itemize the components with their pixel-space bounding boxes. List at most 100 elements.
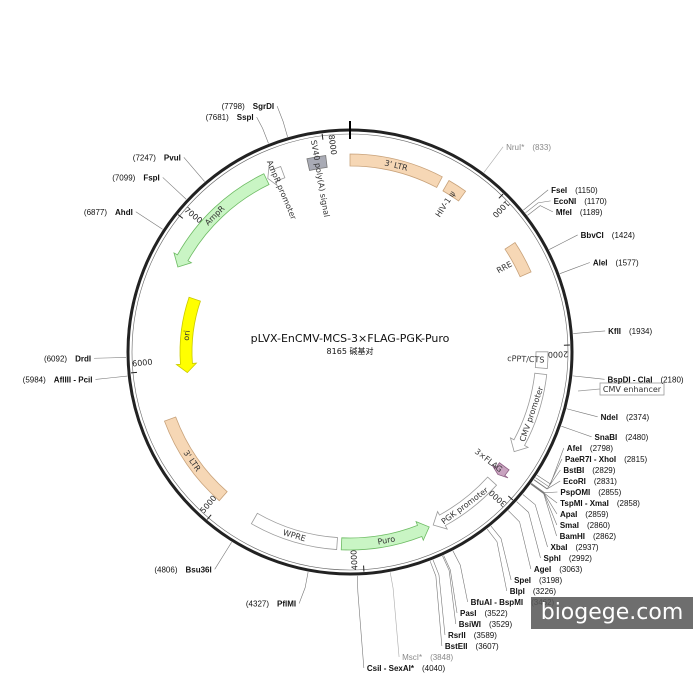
site-alei[interactable]: AleI (1577) (559, 252, 639, 274)
site-bsteii[interactable]: BstEII (3607) (429, 561, 499, 653)
site-spei[interactable]: SpeI (3198) (490, 525, 563, 587)
site-leader (561, 425, 592, 438)
feature-ampr-promoter[interactable] (267, 165, 286, 187)
site-position: (1150) (575, 186, 598, 195)
site-sphi[interactable]: SphI (2992) (516, 501, 593, 565)
feature-cmv-promoter[interactable] (509, 372, 548, 453)
site-label: SmaI (2860) (560, 515, 611, 532)
site-pflmi[interactable]: (4327) PflMI (246, 571, 309, 610)
site-xbai[interactable]: XbaI (2937) (522, 494, 599, 554)
site-smai[interactable]: SmaI (2860) (530, 483, 611, 532)
feature-ampr[interactable] (173, 173, 270, 268)
site-position: (3848) (430, 653, 453, 662)
site-name: TspMI - XmaI (560, 499, 609, 508)
site-position: (2937) (575, 543, 598, 552)
feature-cppt[interactable] (534, 351, 549, 369)
site-pspomi[interactable]: PspOMI (2855) (531, 482, 622, 499)
site-name: BstEII (445, 642, 468, 651)
site-position: (3589) (474, 631, 497, 640)
feature-ltr3-bottom[interactable] (163, 416, 228, 502)
site-name: EcoRI (563, 477, 586, 486)
site-position: (2862) (593, 532, 616, 541)
sites-layer: NruI* (833) FseI (1150)EcoNI (1170)MfeI (… (23, 96, 684, 675)
site-name: AgeI (534, 565, 551, 574)
site-kfli[interactable]: KflI (1934) (573, 321, 652, 338)
site-blpi[interactable]: BlpI (3226) (486, 528, 556, 598)
site-snabi[interactable]: SnaBI (2480) (561, 425, 649, 444)
site-position: (1170) (584, 197, 607, 206)
site-sspi[interactable]: (7681) SspI (206, 107, 269, 144)
site-fsei[interactable]: FseI (1150) (523, 180, 598, 211)
site-nrui[interactable]: NruI* (833) (483, 137, 551, 173)
site-pvui[interactable]: (7247) PvuI (133, 147, 205, 182)
feature-hiv-psi[interactable] (442, 179, 467, 202)
site-position: (2855) (598, 488, 621, 497)
feature-label-sv40: SV40 poly(A) signal (309, 139, 331, 218)
tick-mark-3000 (508, 495, 514, 501)
site-drdi[interactable]: (6092) DrdI (44, 348, 127, 365)
feature-sv40[interactable] (306, 155, 328, 171)
site-name: SnaBI (595, 433, 618, 442)
site-ecori[interactable]: EcoRI (2831) (533, 471, 617, 490)
site-leader (573, 330, 606, 334)
site-ahdi[interactable]: (6877) AhdI (84, 202, 163, 230)
site-sgrdi[interactable]: (7798) SgrDI (222, 96, 288, 137)
site-name: ApaI (560, 510, 577, 519)
site-leader (442, 555, 457, 625)
site-leader (95, 375, 128, 380)
site-bsiwi[interactable]: BsiWI (3529) (442, 555, 513, 631)
site-name: NruI* (506, 143, 524, 152)
site-position: (1934) (629, 327, 652, 336)
site-position: (1424) (612, 231, 635, 240)
site-econi[interactable]: EcoNI (1170) (525, 191, 608, 214)
site-name: PflMI (277, 599, 296, 608)
site-name: PspOMI (560, 488, 590, 497)
site-csii-sexai[interactable]: CsiI - SexAI* (4040) (357, 575, 445, 675)
site-bamhi[interactable]: BamHI (2862) (530, 484, 617, 543)
site-afliii-pcii[interactable]: (5984) AflIII - PciI (23, 369, 128, 386)
site-name: KflI (608, 327, 621, 336)
site-label: AfeI (2798) (567, 438, 614, 455)
site-leader (357, 575, 365, 669)
site-name: BlpI (510, 587, 525, 596)
site-fspi[interactable]: (7099) FspI (112, 167, 187, 200)
feature-ltr3-top[interactable] (349, 153, 443, 188)
site-name: RsrII (448, 631, 466, 640)
site-agei[interactable]: AgeI (3063) (508, 510, 583, 576)
site-ndei[interactable]: NdeI (2374) (566, 407, 650, 424)
site-leader (530, 484, 557, 537)
site-label: SphI (2992) (543, 548, 592, 565)
site-position: (7798) (222, 102, 245, 111)
site-name: CsiI - SexAI* (367, 664, 415, 673)
site-bsu36i[interactable]: (4806) Bsu36I (154, 542, 232, 576)
site-msci[interactable]: MscI* (3848) (389, 572, 454, 664)
site-position: (7099) (112, 173, 135, 182)
feature-ori[interactable] (175, 296, 201, 374)
site-name: AhdI (115, 208, 133, 217)
site-position: (4040) (422, 664, 445, 673)
site-position: (2480) (625, 433, 648, 442)
site-label: MfeI (1189) (556, 202, 603, 219)
site-label: (5984) AflIII - PciI (23, 369, 93, 386)
site-label: SpeI (3198) (514, 570, 562, 587)
site-label: (7247) PvuI (133, 147, 181, 164)
site-label: MscI* (3848) (402, 647, 453, 664)
feature-flag[interactable] (492, 462, 510, 479)
feature-wpre[interactable] (250, 512, 338, 550)
site-leader (490, 525, 512, 581)
site-rsrii[interactable]: RsrII (3589) (432, 559, 497, 642)
feature-pgk-promoter[interactable] (432, 476, 498, 530)
site-pasi[interactable]: PasI (3522) (443, 555, 508, 620)
site-label: PasI (3522) (460, 603, 508, 620)
feature-rre[interactable] (504, 241, 532, 278)
site-name: SpeI (514, 576, 531, 585)
site-name: AleI (593, 258, 608, 267)
feature-puro[interactable] (340, 520, 430, 551)
site-label: EcoNI (1170) (554, 191, 608, 208)
tick-mark-6000 (130, 371, 138, 374)
site-mfei[interactable]: MfeI (1189) (527, 202, 603, 219)
cmv-enhancer-label: CMV enhancer (577, 382, 665, 396)
site-bbvci[interactable]: BbvCI (1424) (549, 225, 635, 250)
site-name: XbaI (551, 543, 568, 552)
site-bspdi-clai[interactable]: BspDI - ClaI (2180) (572, 369, 684, 386)
